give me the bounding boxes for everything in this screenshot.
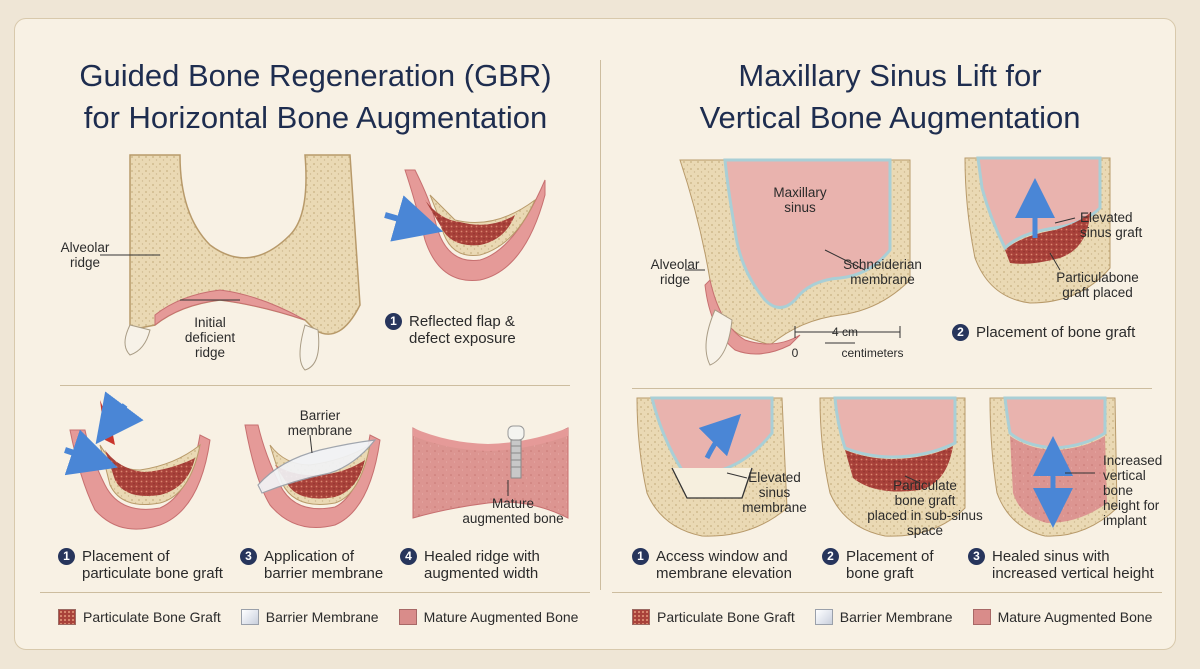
sinus-legend: Particulate Bone Graft Barrier Membrane … bbox=[632, 607, 1172, 627]
scale-bar-value: 4 cm bbox=[831, 325, 858, 339]
sinus-legend-separator bbox=[612, 592, 1162, 593]
gbr-title: Guided Bone Regeneration (GBR) for Horiz… bbox=[79, 58, 552, 135]
gbr-caption-reflected-flap: 1 Reflected flap &defect exposure bbox=[385, 313, 575, 347]
sinus-caption-placement-top: 2 Placement of bone graft bbox=[952, 324, 1152, 341]
legend-swatch-membrane bbox=[240, 609, 259, 625]
legend-item-particulate-graft: Particulate Bone Graft bbox=[58, 609, 221, 625]
sinus-lift-title: Maxillary Sinus Lift for Vertical Bone A… bbox=[699, 58, 1081, 135]
legend-item-mature-bone: Mature Augmented Bone bbox=[398, 609, 578, 625]
legend-swatch-graft bbox=[632, 609, 650, 625]
legend-item-particulate-graft: Particulate Bone Graft bbox=[632, 609, 795, 625]
gbr-step-graft-illustration bbox=[60, 391, 225, 538]
legend-swatch-bone bbox=[398, 609, 417, 625]
sinus-row-separator bbox=[632, 388, 1152, 389]
gbr-row-separator bbox=[60, 385, 570, 386]
legend-item-barrier-membrane: Barrier Membrane bbox=[814, 609, 953, 625]
diagram-frame bbox=[14, 18, 1176, 650]
legend-item-barrier-membrane: Barrier Membrane bbox=[240, 609, 379, 625]
panel-divider bbox=[600, 60, 601, 590]
legend-swatch-graft bbox=[58, 609, 76, 625]
legend-swatch-bone bbox=[972, 609, 991, 625]
legend-swatch-membrane bbox=[814, 609, 833, 625]
gbr-step-flap-illustration bbox=[384, 160, 555, 305]
gbr-legend-separator bbox=[40, 592, 590, 593]
scale-bar-zero: 0 bbox=[791, 346, 799, 360]
legend-item-mature-bone: Mature Augmented Bone bbox=[972, 609, 1152, 625]
gbr-legend: Particulate Bone Graft Barrier Membrane … bbox=[58, 607, 598, 627]
scale-bar-unit: centimeters bbox=[841, 346, 904, 360]
